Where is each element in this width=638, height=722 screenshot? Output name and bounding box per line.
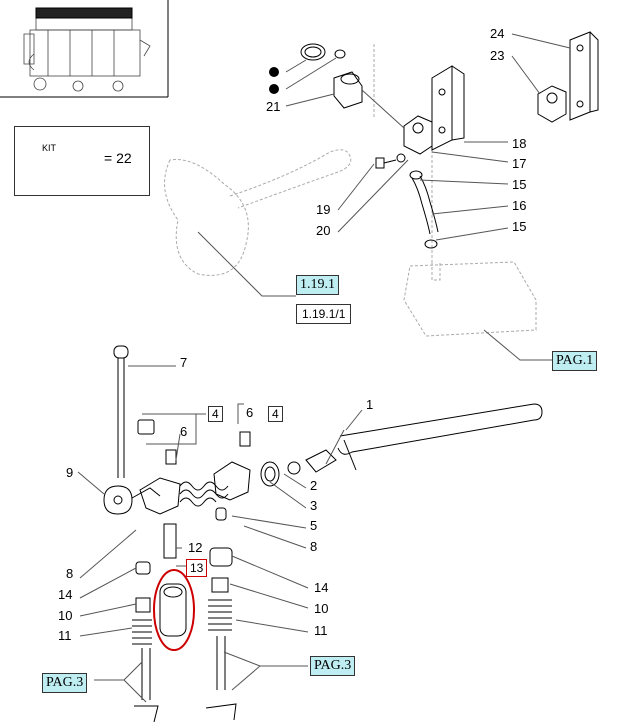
callout-9: 9 (66, 465, 74, 480)
part-valve-stems (132, 507, 237, 722)
ref-link-1-19-1-1[interactable]: 1.19.1/1 (296, 304, 352, 324)
callout-15-lower: 15 (512, 219, 527, 234)
kit-equals-label: = 22 (104, 150, 132, 166)
callout-4-right: 4 (268, 406, 283, 422)
callout-17: 17 (512, 156, 527, 171)
ref-link-pag1[interactable]: PAG.1 (552, 351, 598, 371)
callout-23: 23 (490, 48, 505, 63)
kit-dot-a-icon (269, 67, 279, 77)
part-pushrod-7 (113, 345, 129, 478)
callout-10-right: 10 (314, 601, 329, 616)
phantom-outlines (164, 44, 537, 337)
part-valve-17 (403, 115, 433, 155)
callout-20: 20 (316, 223, 331, 238)
callout-24: 24 (490, 26, 505, 41)
callout-10-left: 10 (58, 608, 73, 623)
callout-5: 5 (310, 518, 318, 533)
leader-lines-top (197, 33, 571, 361)
callout-13: 13 (186, 559, 208, 577)
part-spring-coil (179, 481, 229, 507)
callout-11-left: 11 (58, 628, 72, 643)
callout-14-left: 14 (58, 587, 73, 602)
callout-1: 1 (366, 397, 374, 412)
ref-link-1-19-1[interactable]: 1.19.1 (296, 275, 339, 295)
callout-6-right: 6 (246, 405, 254, 420)
part-valve-23 (537, 85, 567, 123)
leader-lines-bottom (77, 365, 363, 703)
callout-6-left: 6 (180, 424, 188, 439)
callout-2: 2 (310, 478, 318, 493)
kit-label: KIT (42, 143, 57, 153)
part-oring-large (300, 43, 326, 61)
kit-legend-box (14, 126, 150, 196)
part-oring-small (334, 49, 346, 59)
callout-4-left: 4 (208, 406, 223, 422)
engine-thumbnail (0, 0, 169, 98)
part-rocker-arm-left (137, 419, 181, 515)
part-rocker-9 (103, 485, 161, 515)
callout-8-right: 8 (310, 539, 318, 554)
callout-8-left: 8 (66, 566, 74, 581)
part-hose-16 (409, 170, 439, 249)
ref-link-pag3-right[interactable]: PAG.3 (310, 656, 356, 676)
callout-21: 21 (266, 99, 281, 114)
part-bracket-18 (431, 65, 465, 151)
callout-14-right: 14 (314, 580, 329, 595)
part-bracket-24 (569, 31, 599, 121)
kit-dot-b-icon (269, 84, 279, 94)
callout-19: 19 (316, 202, 331, 217)
part-bolt-19 (375, 153, 406, 169)
part-bushing-21 (333, 71, 363, 109)
callout-15-upper: 15 (512, 177, 527, 192)
part-shaft-1 (305, 403, 543, 473)
callout-11-right: 11 (314, 623, 328, 638)
part-collar-3 (260, 461, 301, 487)
ref-link-pag3-left[interactable]: PAG.3 (42, 673, 88, 693)
highlight-circle (153, 569, 195, 651)
callout-7: 7 (180, 355, 188, 370)
callout-12: 12 (188, 540, 203, 555)
callout-3: 3 (310, 498, 318, 513)
callout-18: 18 (512, 136, 527, 151)
callout-16: 16 (512, 198, 527, 213)
